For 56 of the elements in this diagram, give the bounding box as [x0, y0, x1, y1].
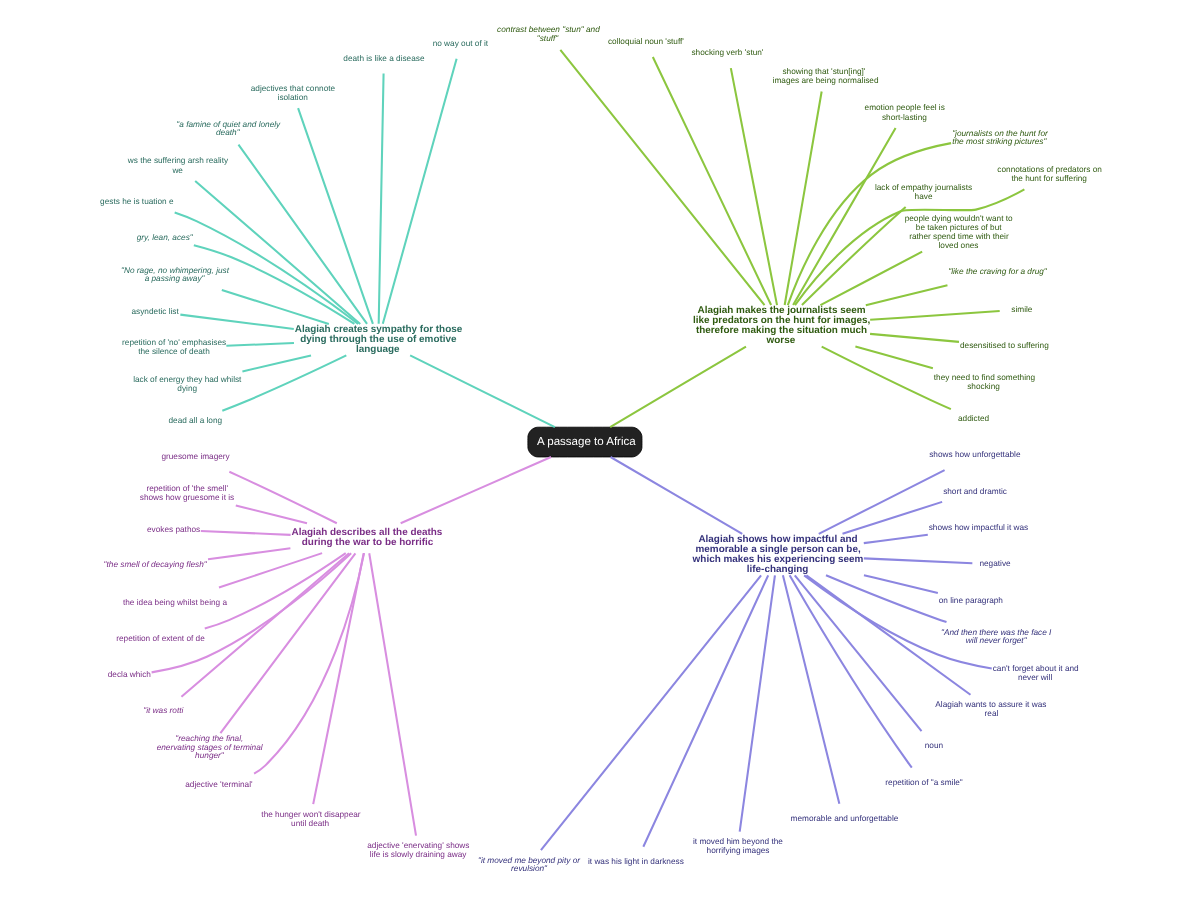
- connector: [228, 470, 338, 525]
- connector: [821, 345, 952, 411]
- connector: [219, 552, 357, 734]
- connector: [801, 206, 907, 306]
- connector: [842, 500, 943, 535]
- connector: [738, 575, 776, 832]
- connector: [825, 574, 947, 623]
- connector: [312, 553, 365, 805]
- connector: [151, 552, 352, 674]
- connector: [242, 354, 312, 373]
- connector: [642, 574, 770, 848]
- connector: [651, 56, 773, 306]
- connector: [729, 67, 779, 306]
- connector: [803, 574, 992, 670]
- connector: [381, 58, 458, 325]
- connector: [200, 529, 291, 536]
- connector: [805, 574, 972, 696]
- connector: [174, 211, 359, 325]
- connector: [863, 557, 973, 565]
- connector: [218, 552, 323, 589]
- connector: [870, 310, 1000, 321]
- connector: [865, 284, 948, 307]
- connector: [180, 313, 294, 330]
- connector: [221, 354, 347, 412]
- connector: [863, 574, 939, 594]
- connector: [786, 142, 952, 306]
- connector: [297, 107, 374, 325]
- connector: [226, 342, 294, 347]
- connector: [221, 289, 330, 325]
- connector: [540, 574, 762, 851]
- connector: [180, 552, 350, 698]
- connector: [792, 127, 897, 306]
- connector: [818, 469, 946, 535]
- connector: [235, 504, 308, 525]
- connector: [610, 456, 743, 535]
- connector: [204, 552, 347, 630]
- connector: [609, 345, 747, 428]
- connector: [400, 456, 552, 525]
- connector: [207, 547, 291, 561]
- connector: [253, 552, 366, 775]
- connector: [788, 574, 913, 769]
- connector: [781, 575, 841, 804]
- connector: [193, 244, 355, 325]
- connector: [855, 345, 934, 370]
- connector: [783, 91, 823, 306]
- connector: [869, 332, 960, 343]
- connector: [794, 574, 923, 732]
- connector: [819, 250, 923, 307]
- connector: [237, 144, 368, 325]
- connector: [863, 533, 928, 545]
- connector: [377, 73, 385, 324]
- connector: [794, 188, 1025, 306]
- connector: [194, 180, 361, 325]
- connector: [409, 354, 556, 429]
- connector: [368, 553, 418, 836]
- connector: [559, 49, 766, 306]
